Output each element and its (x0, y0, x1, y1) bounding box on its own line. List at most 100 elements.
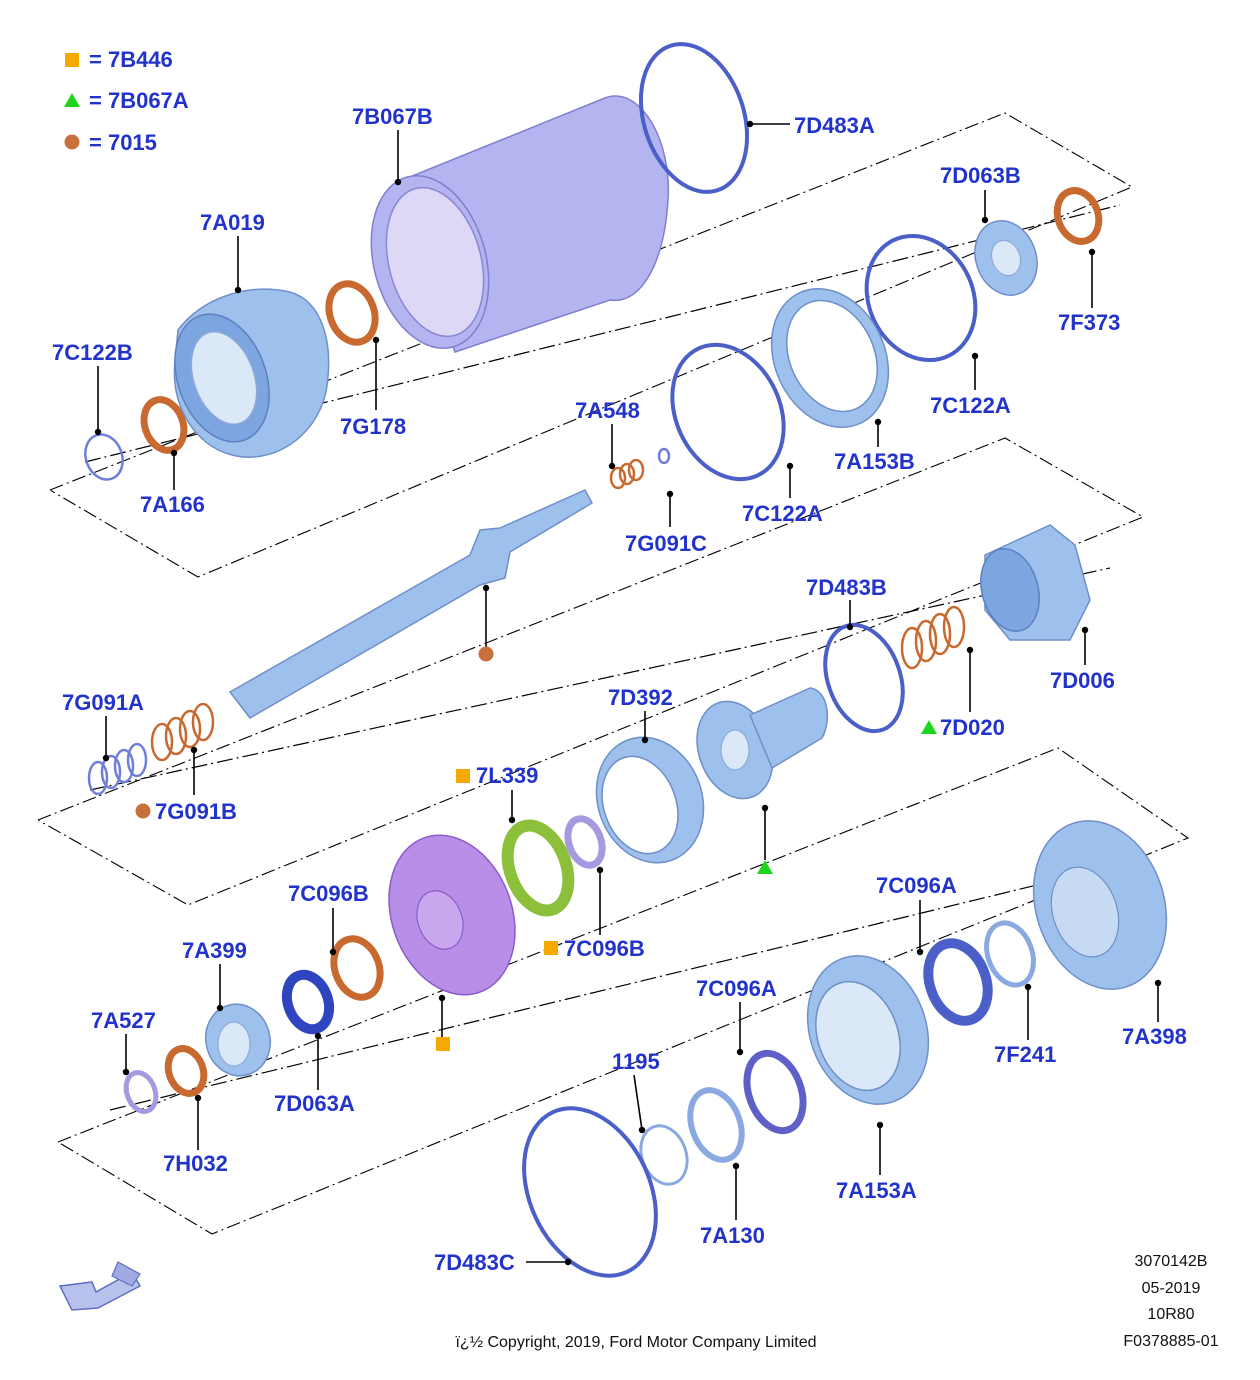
callout-7d483c: 7D483C (434, 1250, 515, 1275)
meta-date: 05-2019 (1142, 1280, 1201, 1297)
callout-7g091a: 7G091A (62, 690, 144, 715)
callout-7d063b: 7D063B (940, 163, 1021, 188)
callout-7g178: 7G178 (340, 414, 406, 439)
callout-7c096a-right: 7C096A (876, 873, 957, 898)
frame-top (49, 112, 1134, 578)
snap-ring-7d483c (522, 1106, 658, 1278)
washer-7f373 (1053, 187, 1103, 245)
ring-7a130 (687, 1087, 745, 1163)
plate-7l339 (501, 819, 575, 917)
copyright-text: ï¿½ Copyright, 2019, Ford Motor Company … (455, 1334, 816, 1351)
callout-7h032: 7H032 (163, 1151, 228, 1176)
snap-ring-7c122a-mid (670, 342, 786, 482)
callout-7a527: 7A527 (91, 1008, 156, 1033)
callout-7a019: 7A019 (200, 210, 265, 235)
gear-7b067a-shaft (749, 687, 829, 770)
meta-code: 3070142B (1135, 1253, 1208, 1270)
meta-figure: F0378885-01 (1123, 1333, 1218, 1350)
callout-7d063a: 7D063A (274, 1091, 355, 1116)
marker-circle-7g091b (135, 803, 151, 819)
callout-7c122b: 7C122B (52, 340, 133, 365)
part-markers (135, 646, 937, 1051)
callout-7c122a-mid: 7C122A (742, 501, 823, 526)
marker-square-7c096b (544, 941, 558, 955)
callout-7g091b: 7G091B (155, 799, 237, 824)
spring-7a548 (609, 458, 645, 490)
spring-7g091b (150, 702, 215, 762)
legend-circle-marker (64, 134, 80, 150)
washer-7a527 (123, 1070, 159, 1114)
callout-labels: 7B067B 7D483A 7A019 7D063B 7F373 7C122B … (52, 104, 1187, 1275)
callout-7b067b: 7B067B (352, 104, 433, 129)
legend-circle-text: = 7015 (89, 130, 157, 155)
drum-7a019-bore (190, 330, 258, 426)
axis-middle (89, 567, 1111, 791)
leader-lines (94, 120, 1162, 1266)
callout-7g091c: 7G091C (625, 531, 707, 556)
spring-7g091a (87, 742, 148, 796)
legend: = 7B446 = 7B067A = 7015 (64, 47, 189, 155)
washer-7a166 (140, 396, 188, 454)
washer-7c096a-right (923, 938, 993, 1026)
washer-7h032 (164, 1045, 208, 1097)
parts-middle-row (87, 489, 1091, 864)
bearing-7d063b-bore (990, 239, 1022, 277)
meta-model: 10R80 (1147, 1306, 1194, 1323)
gear-7b067a-bore (720, 729, 750, 771)
callout-7a166: 7A166 (140, 492, 205, 517)
parts-lower-row (123, 815, 1168, 1278)
marker-square-carrier (436, 1037, 450, 1051)
legend-triangle-marker (64, 93, 80, 107)
shaft-7015 (228, 489, 594, 719)
snap-ring-7c122a-right (864, 233, 978, 363)
callout-7a153a: 7A153A (836, 1178, 917, 1203)
legend-square-text: = 7B446 (89, 47, 173, 72)
washer-7c096a-mid (743, 1049, 807, 1135)
callout-7l339: 7L339 (476, 763, 538, 788)
washer-7c096b-upper (564, 815, 606, 869)
callout-7d006: 7D006 (1050, 668, 1115, 693)
housing-7d006-face (980, 548, 1040, 632)
frame-middle (37, 437, 1145, 906)
washer-7c096b-lower (330, 935, 384, 1001)
legend-triangle-text: = 7B067A (89, 88, 189, 113)
snap-ring-7c122b (84, 433, 124, 481)
parts-top-row (84, 42, 1103, 490)
snap-ring-7d483a (638, 42, 750, 194)
seal-7g091c (657, 447, 671, 465)
axis-bottom (109, 859, 1141, 1111)
legend-square-marker (65, 53, 79, 67)
callout-7c122a-right: 7C122A (930, 393, 1011, 418)
callout-7f373: 7F373 (1058, 310, 1120, 335)
drum-7d392-bore (601, 755, 679, 855)
callout-7c096b-top: 7C096B (288, 881, 369, 906)
washer-7g178 (325, 280, 379, 346)
callout-7c096b-low: 7C096B (564, 936, 645, 961)
spring-7d020 (900, 605, 966, 670)
callout-7d483b: 7D483B (806, 575, 887, 600)
callout-7a398: 7A398 (1122, 1024, 1187, 1049)
marker-triangle-gear (757, 860, 773, 874)
callout-7a153b: 7A153B (834, 449, 915, 474)
washer-7f241 (984, 920, 1036, 988)
marker-square-7l339 (456, 769, 470, 783)
gear-7a398-hub (1050, 866, 1120, 958)
group-frames (37, 112, 1190, 1235)
callout-7d020: 7D020 (940, 715, 1005, 740)
callout-7a399: 7A399 (182, 938, 247, 963)
bearing-7d063a (281, 969, 335, 1035)
footer-meta: 3070142B 05-2019 10R80 F0378885-01 ï¿½ C… (455, 1253, 1218, 1351)
carrier-7b446-hub (416, 890, 464, 950)
callout-7a130: 7A130 (700, 1223, 765, 1248)
callout-7d392: 7D392 (608, 685, 673, 710)
marker-circle-shaft (478, 646, 494, 662)
callout-7c096a-mid: 7C096A (696, 976, 777, 1001)
frame-bottom (57, 747, 1190, 1235)
drum-7b067b-inner (385, 186, 485, 338)
callout-7d483a: 7D483A (794, 113, 875, 138)
piston-7a153b-bore (785, 299, 879, 413)
snap-ring-7d483b (823, 622, 905, 734)
marker-triangle-7d020 (921, 720, 937, 734)
direction-arrow-icon (58, 1261, 142, 1311)
